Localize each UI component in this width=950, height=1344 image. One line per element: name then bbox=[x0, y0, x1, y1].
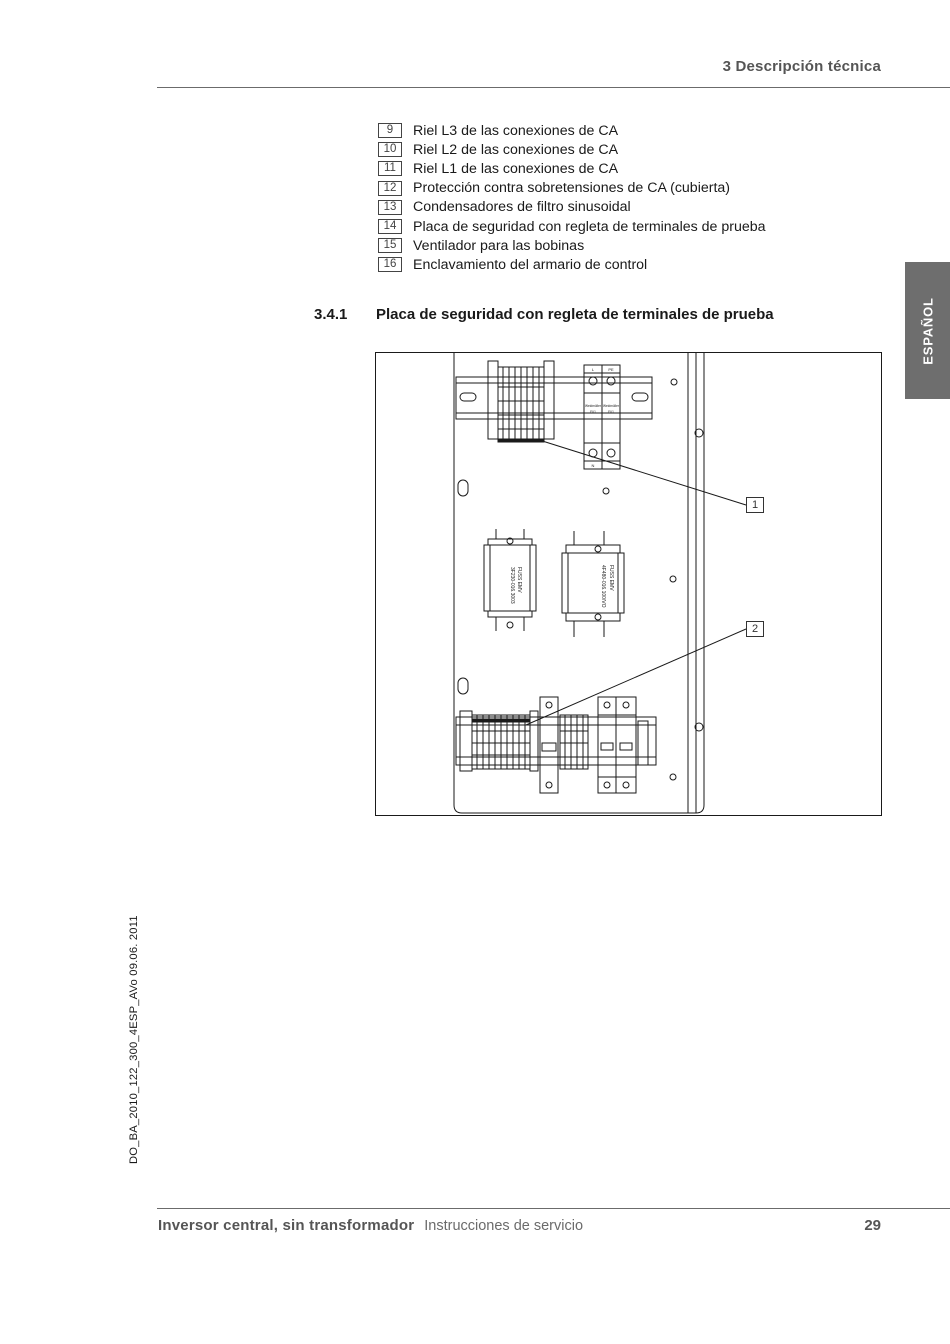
footer-product: Inversor central, sin transformador bbox=[158, 1217, 415, 1234]
legend-text: Enclavamiento del armario de control bbox=[413, 256, 648, 273]
switch-module-right bbox=[597, 696, 649, 794]
mounting-plate-outline bbox=[453, 353, 705, 814]
callout-leader-1 bbox=[535, 438, 747, 506]
spd-brand: Weidmüller bbox=[585, 404, 602, 408]
legend-number: 9 bbox=[378, 123, 402, 139]
spd-brand: Weidmüller bbox=[603, 404, 620, 408]
surge-protection-device: L PE N Weidmüller Weidmüller FV1 FV1 bbox=[583, 364, 621, 470]
din-rail-bottom bbox=[455, 716, 657, 766]
chapter-title: 3 Descripción técnica bbox=[722, 58, 881, 75]
test-terminal-strip bbox=[459, 710, 539, 772]
legend-number: 13 bbox=[378, 199, 402, 215]
emc-filter-right: FUSS EMV 4F480-016.100/VO bbox=[561, 531, 625, 637]
legend-item: 15 Ventilador para las bobinas bbox=[378, 236, 766, 255]
legend-text: Riel L2 de las conexiones de CA bbox=[413, 141, 619, 158]
rail-slot bbox=[631, 392, 649, 402]
legend-number: 15 bbox=[378, 238, 402, 254]
legend-text: Protección contra sobretensiones de CA (… bbox=[413, 180, 731, 197]
spd-tag: FV1 bbox=[608, 410, 614, 414]
drawing-canvas: L PE N Weidmüller Weidmüller FV1 FV1 FUS… bbox=[453, 353, 747, 814]
footer-rule bbox=[157, 1208, 950, 1209]
legend-item: 16 Enclavamiento del armario de control bbox=[378, 255, 766, 274]
callout-2: 2 bbox=[746, 621, 764, 637]
rail-slot bbox=[459, 392, 477, 402]
language-tab-label: ESPAÑOL bbox=[920, 296, 935, 365]
legend-number: 12 bbox=[378, 180, 402, 196]
spd-label: N bbox=[592, 463, 595, 468]
callout-leader-2 bbox=[525, 628, 747, 726]
legend-number: 14 bbox=[378, 219, 402, 235]
document-code: DO_BA_2010_122_300_4ESP_AVo 09.06. 2011 bbox=[128, 915, 140, 1164]
legend-text: Condensadores de filtro sinusoidal bbox=[413, 199, 631, 216]
legend-text: Placa de seguridad con regleta de termin… bbox=[413, 218, 766, 235]
spd-label: L bbox=[592, 367, 595, 372]
legend-text: Ventilador para las bobinas bbox=[413, 237, 585, 254]
footer-doc-type: Instrucciones de servicio bbox=[424, 1218, 584, 1234]
footer-title: Inversor central, sin transformador Instr… bbox=[158, 1217, 583, 1235]
legend-item: 14 Placa de seguridad con regleta de term… bbox=[378, 217, 766, 236]
legend-text: Riel L3 de las conexiones de CA bbox=[413, 122, 619, 139]
callout-1: 1 bbox=[746, 497, 764, 513]
filter-label: FUSS EMV bbox=[608, 565, 614, 591]
mounting-hole bbox=[694, 722, 704, 732]
filter-code: 3F230-016.3003 bbox=[509, 567, 515, 604]
filter-code: 4F480-016.100/VO bbox=[600, 565, 606, 608]
section-number: 3.4.1 bbox=[314, 306, 348, 323]
emc-filter-left: FUSS EMV 3F230-016.3003 bbox=[483, 529, 537, 631]
slot-hole bbox=[457, 677, 469, 695]
mounting-hole bbox=[669, 773, 677, 781]
legend-number: 11 bbox=[378, 161, 402, 177]
page-number: 29 bbox=[864, 1217, 881, 1234]
mounting-hole bbox=[602, 487, 610, 495]
slot-hole bbox=[457, 479, 469, 497]
switch-module-left bbox=[539, 696, 589, 794]
spd-label: PE bbox=[608, 367, 614, 372]
legend-item: 13 Condensadores de filtro sinusoidal bbox=[378, 198, 766, 217]
legend-item: 9 Riel L3 de las conexiones de CA bbox=[378, 121, 766, 140]
section-title: Placa de seguridad con regleta de termin… bbox=[376, 306, 774, 323]
header-rule bbox=[157, 87, 950, 88]
spd-tag: FV1 bbox=[590, 410, 596, 414]
mounting-hole bbox=[669, 575, 677, 583]
legend-number: 16 bbox=[378, 257, 402, 273]
legend-item: 11 Riel L1 de las conexiones de CA bbox=[378, 159, 766, 178]
legend-item: 12 Protección contra sobretensiones de CA… bbox=[378, 179, 766, 198]
legend-item: 10 Riel L2 de las conexiones de CA bbox=[378, 140, 766, 159]
language-tab: ESPAÑOL bbox=[905, 262, 950, 399]
mounting-hole bbox=[670, 378, 678, 386]
legend-number: 10 bbox=[378, 142, 402, 158]
legend-text: Riel L1 de las conexiones de CA bbox=[413, 160, 619, 177]
filter-label: FUSS EMV bbox=[516, 567, 522, 593]
technical-drawing: L PE N Weidmüller Weidmüller FV1 FV1 FUS… bbox=[375, 352, 882, 816]
mounting-hole bbox=[694, 428, 704, 438]
terminal-strip-top bbox=[487, 360, 555, 443]
